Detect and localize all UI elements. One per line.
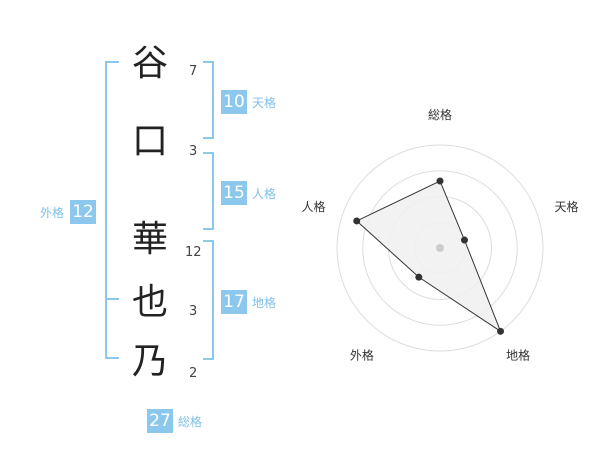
- radar-area: [355, 180, 502, 333]
- soukaku-score: 27 総格: [147, 409, 202, 433]
- chikaku-score: 17 地格: [221, 290, 276, 314]
- given-char-3-strokes: 2: [189, 366, 198, 381]
- surname-char-1: 谷: [131, 43, 168, 84]
- radar-point-3: [497, 327, 505, 335]
- tenkaku-label: 天格: [252, 95, 277, 110]
- gaikaku-label: 外格: [40, 205, 65, 220]
- soukaku-value: 27: [147, 409, 173, 433]
- surname-char-1-strokes: 7: [189, 64, 198, 79]
- gaikaku-inner-tick: [105, 298, 119, 300]
- gaikaku-bracket: [105, 61, 119, 359]
- gaikaku-value: 12: [70, 200, 97, 224]
- given-char-2-strokes: 3: [189, 304, 198, 319]
- radar-axis-label-5: 人格: [302, 199, 326, 214]
- given-char-1-strokes: 12: [185, 245, 202, 260]
- radar-point-1: [436, 177, 444, 185]
- tenkaku-value: 10: [221, 90, 247, 114]
- jinkaku-label: 人格: [252, 186, 277, 201]
- surname-char-2-strokes: 3: [189, 144, 198, 159]
- soukaku-label: 総格: [178, 414, 203, 429]
- radar-ring-4: [336, 144, 544, 352]
- jinkaku-score: 15 人格: [221, 181, 276, 205]
- radar-point-4: [415, 273, 423, 281]
- given-char-3: 乃: [131, 341, 168, 382]
- radar-point-5: [353, 217, 361, 225]
- radar-ring-3: [362, 170, 518, 326]
- radar-axis-label-2: 天格: [554, 199, 578, 214]
- chikaku-bracket: [203, 240, 214, 360]
- radar-axis-label-4: 外格: [350, 348, 374, 363]
- tenkaku-score: 10 天格: [221, 90, 276, 114]
- radar-axis-label-1: 総格: [428, 107, 452, 122]
- jinkaku-value: 15: [221, 181, 247, 205]
- gaikaku-score: 外格 12: [40, 200, 97, 224]
- jinkaku-bracket: [203, 152, 214, 230]
- given-char-2: 也: [131, 282, 168, 323]
- radar-center-dot: [436, 244, 444, 252]
- surname-char-2: 口: [131, 121, 168, 162]
- chikaku-value: 17: [221, 290, 247, 314]
- given-char-1: 華: [131, 219, 168, 260]
- radar-axis-label-3: 地格: [506, 348, 530, 363]
- chikaku-label: 地格: [252, 295, 277, 310]
- tenkaku-bracket: [203, 61, 214, 139]
- radar-point-2: [460, 236, 468, 244]
